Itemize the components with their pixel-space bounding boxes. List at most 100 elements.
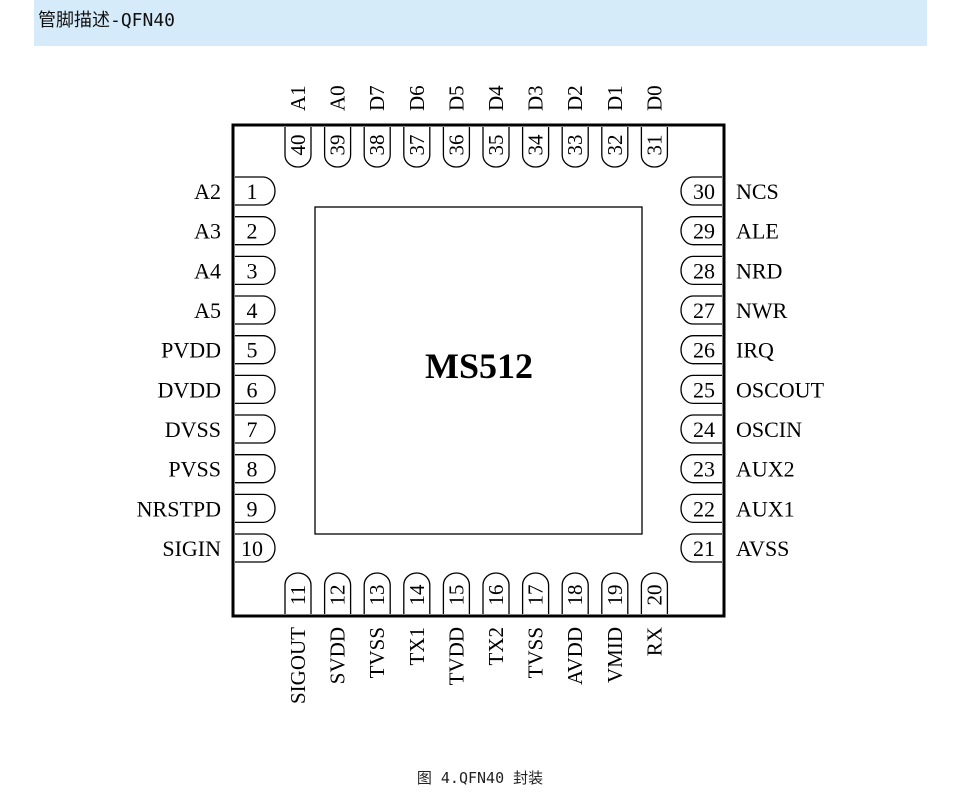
pin-number-18: 18 xyxy=(563,585,587,606)
pin-number-30: 30 xyxy=(693,179,715,204)
pin-label-27: NWR xyxy=(736,298,788,323)
pin-label-16: TX2 xyxy=(484,627,508,666)
pin-label-29: ALE xyxy=(736,219,779,244)
pin-pad-15 xyxy=(442,572,471,614)
pin-pad-36 xyxy=(442,127,471,168)
package-outline xyxy=(231,123,726,618)
pin-label-36: D5 xyxy=(444,85,468,111)
pin-label-11: SIGOUT xyxy=(286,627,310,704)
pin-pad-3 xyxy=(235,255,276,285)
pin-number-37: 37 xyxy=(405,135,429,156)
pin-number-6: 6 xyxy=(247,377,258,402)
pin-number-31: 31 xyxy=(642,135,666,156)
pin-label-12: SVDD xyxy=(326,627,350,684)
figure-caption: 图 4.QFN40 封装 xyxy=(416,769,544,787)
pin-pad-25 xyxy=(680,374,722,404)
pin-number-34: 34 xyxy=(524,134,548,156)
pin-pad-2 xyxy=(235,216,276,246)
pin-number-16: 16 xyxy=(484,585,508,606)
pin-number-3: 3 xyxy=(247,258,258,283)
pin-pad-26 xyxy=(680,335,722,365)
pin-label-17: TVSS xyxy=(524,627,548,678)
pin-label-28: NRD xyxy=(736,258,782,283)
pin-label-39: A0 xyxy=(326,85,350,111)
pin-number-14: 14 xyxy=(405,584,429,606)
pin-pad-6 xyxy=(235,374,276,404)
pin-number-28: 28 xyxy=(693,258,715,283)
pin-label-33: D2 xyxy=(563,85,587,111)
section-header: 管脚描述-QFN40 xyxy=(34,0,927,46)
pin-number-29: 29 xyxy=(693,219,715,244)
pin-pad-37 xyxy=(403,127,431,168)
pin-number-23: 23 xyxy=(693,457,715,482)
pin-number-5: 5 xyxy=(247,338,258,363)
pin-number-22: 22 xyxy=(693,496,715,521)
pin-number-11: 11 xyxy=(286,585,310,605)
pin-label-2: A3 xyxy=(194,219,221,244)
pin-pad-12 xyxy=(323,572,352,614)
pin-label-25: OSCOUT xyxy=(736,377,825,402)
pin-label-3: A4 xyxy=(194,258,221,283)
pin-label-10: SIGIN xyxy=(162,536,221,561)
pin-pad-32 xyxy=(601,127,629,168)
pin-pad-9 xyxy=(235,493,276,524)
pin-pad-10 xyxy=(235,533,276,563)
pin-number-27: 27 xyxy=(693,298,715,323)
pin-number-10: 10 xyxy=(241,536,263,561)
pin-label-18: AVDD xyxy=(563,627,587,685)
pin-pad-20 xyxy=(640,572,669,614)
pin-pad-7 xyxy=(235,414,276,444)
pin-number-7: 7 xyxy=(247,417,258,442)
pin-number-32: 32 xyxy=(603,135,627,156)
pin-pad-18 xyxy=(561,572,589,614)
pin-label-15: TVDD xyxy=(444,627,468,685)
pin-number-4: 4 xyxy=(247,298,258,323)
pin-pad-11 xyxy=(284,572,312,614)
pin-number-19: 19 xyxy=(603,585,627,606)
pin-pad-24 xyxy=(680,414,722,444)
pin-label-7: DVSS xyxy=(165,417,221,442)
pin-label-30: NCS xyxy=(736,179,779,204)
pin-number-38: 38 xyxy=(365,135,389,156)
pin-pad-8 xyxy=(235,454,276,484)
pin-pad-38 xyxy=(363,127,391,168)
pin-pad-19 xyxy=(601,572,629,614)
pin-number-25: 25 xyxy=(693,377,715,402)
pin-number-21: 21 xyxy=(693,536,715,561)
pin-number-40: 40 xyxy=(286,135,310,156)
pin-label-26: IRQ xyxy=(736,338,774,363)
pin-label-8: PVSS xyxy=(168,457,221,482)
pin-label-6: DVDD xyxy=(157,377,221,402)
pin-label-5: PVDD xyxy=(161,338,221,363)
pin-pad-27 xyxy=(680,295,722,325)
pin-pad-16 xyxy=(482,572,510,614)
pin-number-39: 39 xyxy=(326,135,350,156)
pin-pad-34 xyxy=(521,127,550,168)
pin-pad-22 xyxy=(680,493,722,524)
pin-label-4: A5 xyxy=(194,298,221,323)
pin-pad-33 xyxy=(561,127,589,168)
pin-label-19: VMID xyxy=(603,627,627,683)
pin-label-37: D6 xyxy=(405,85,429,111)
pin-pad-30 xyxy=(680,176,722,206)
pin-label-23: AUX2 xyxy=(736,457,795,482)
pin-pad-23 xyxy=(680,454,722,484)
qfn40-pinout-diagram: MS512 1A22A33A44A55PVDD6DVDD7DVSS8PVSS9N… xyxy=(137,85,825,704)
pin-label-14: TX1 xyxy=(405,627,429,666)
pin-number-36: 36 xyxy=(444,135,468,156)
pin-pad-39 xyxy=(323,127,352,168)
pin-number-13: 13 xyxy=(365,585,389,606)
pin-pad-14 xyxy=(403,572,431,614)
pin-pad-40 xyxy=(284,127,312,168)
pin-label-22: AUX1 xyxy=(736,496,795,521)
pin-label-34: D3 xyxy=(524,85,548,111)
pin-number-2: 2 xyxy=(247,219,258,244)
pin-number-17: 17 xyxy=(524,585,548,606)
pin-pad-29 xyxy=(680,216,722,246)
pin-pad-17 xyxy=(521,572,550,614)
pin-label-9: NRSTPD xyxy=(137,496,221,521)
pin-number-9: 9 xyxy=(247,496,258,521)
pin-pad-13 xyxy=(363,572,391,614)
pin-number-35: 35 xyxy=(484,135,508,156)
pin-pad-21 xyxy=(680,533,722,563)
